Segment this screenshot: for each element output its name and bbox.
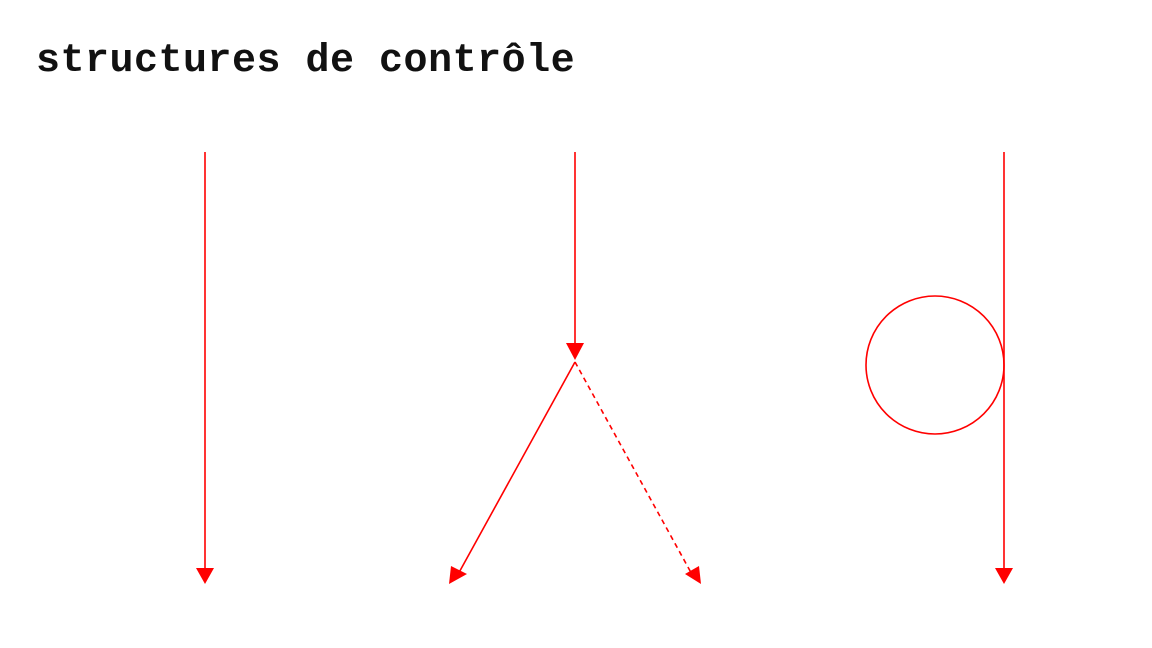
- loop-structure: [865, 152, 1013, 584]
- conditional-branch-dashed-arrowhead: [685, 566, 701, 584]
- conditional-entry-arrowhead: [566, 343, 584, 360]
- loop-circle: [865, 295, 1005, 435]
- conditional-branch-solid-arrowhead: [449, 566, 467, 584]
- slide-title: structures de contrôle: [36, 39, 576, 84]
- loop-arrowhead: [995, 568, 1013, 584]
- conditional-branch-solid: [455, 361, 576, 579]
- conditional-branch-dashed: [574, 361, 695, 579]
- conditional-structure: [449, 152, 701, 584]
- sequence-arrowhead: [196, 568, 214, 584]
- sequence-structure: [196, 152, 214, 584]
